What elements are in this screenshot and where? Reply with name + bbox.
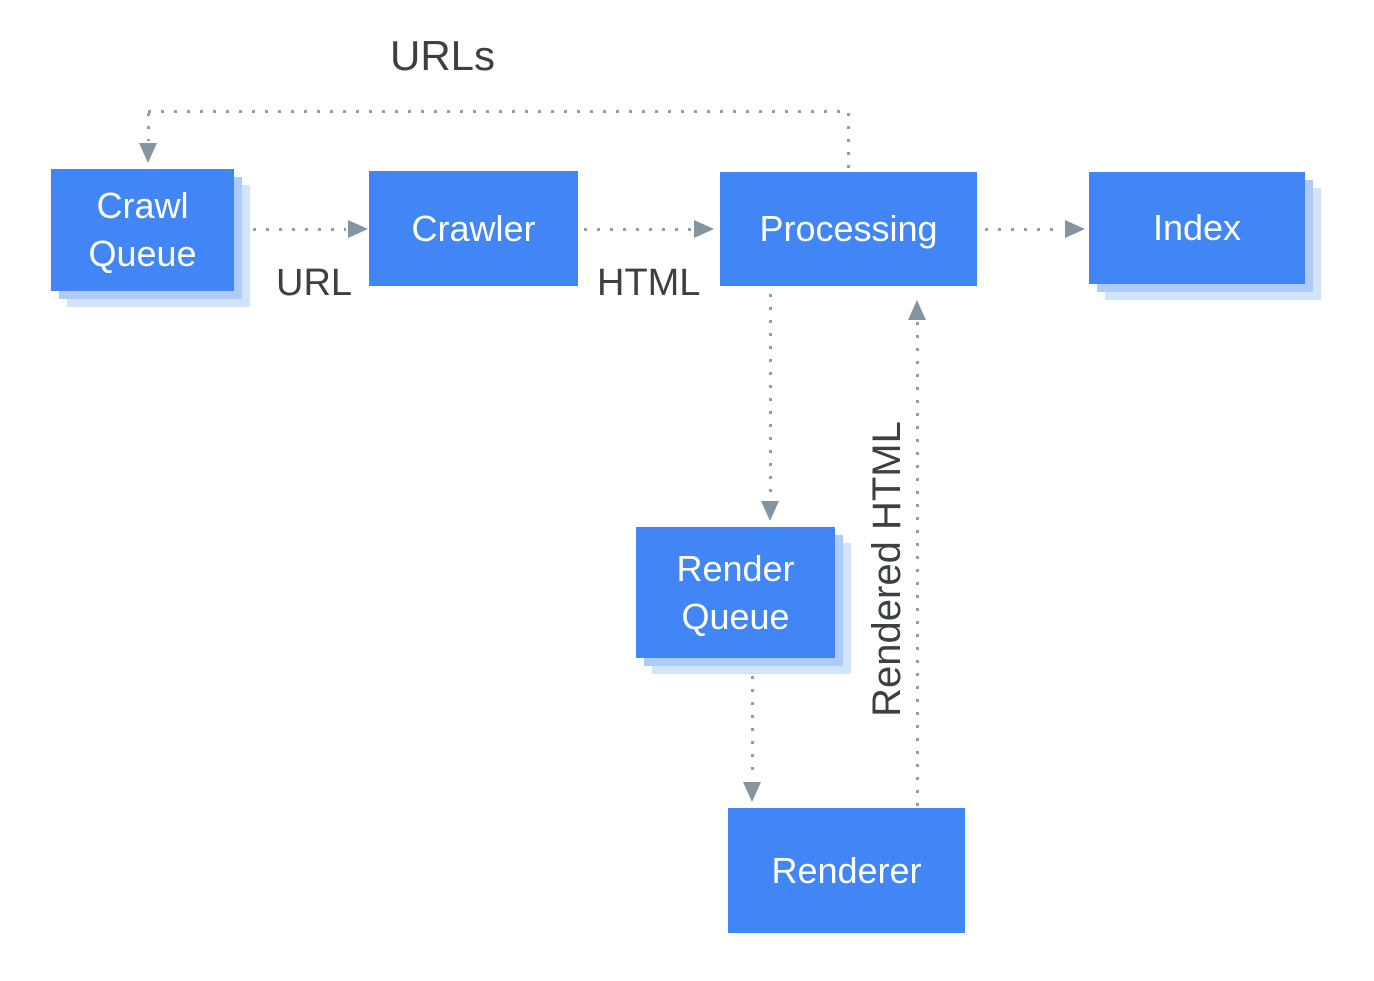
- connector-crawler-to-processing: [584, 228, 692, 231]
- connector-renderer-to-processing: [916, 322, 919, 806]
- edge-label-html: HTML: [597, 262, 701, 304]
- arrowhead-into-crawl-queue-icon: [139, 143, 157, 163]
- connector-urls-to-crawl-queue: [147, 113, 150, 141]
- node-renderer: Renderer: [728, 808, 965, 933]
- arrowhead-into-renderer-icon: [743, 782, 761, 802]
- node-processing: Processing: [720, 172, 977, 286]
- arrowhead-up-into-processing-icon: [908, 300, 926, 320]
- connector-processing-to-index: [985, 228, 1063, 231]
- connector-renderqueue-to-renderer: [751, 676, 754, 778]
- node-crawl-queue: Crawl Queue: [51, 169, 234, 291]
- node-crawler-label: Crawler: [411, 207, 536, 249]
- node-processing-label: Processing: [759, 208, 938, 250]
- edge-label-rendered-html: Rendered HTML: [865, 421, 909, 717]
- connector-processing-to-renderqueue: [769, 294, 772, 499]
- node-renderer-label: Renderer: [771, 849, 922, 891]
- connector-crawlqueue-to-crawler: [253, 228, 346, 231]
- node-index: Index: [1089, 172, 1305, 284]
- node-crawl-queue-label: Crawl Queue: [88, 185, 197, 274]
- node-crawler: Crawler: [369, 171, 578, 286]
- connector-urls-horizontal: [148, 110, 850, 113]
- node-render-queue: Render Queue: [636, 527, 835, 658]
- arrowhead-into-processing-icon: [694, 220, 714, 238]
- node-index-label: Index: [1152, 207, 1242, 249]
- arrowhead-into-crawler-icon: [348, 220, 368, 238]
- edge-label-url: URL: [276, 262, 353, 304]
- node-render-queue-label: Render Queue: [676, 547, 795, 637]
- connector-urls-from-processing: [847, 113, 850, 170]
- edge-label-urls: URLs: [390, 32, 496, 79]
- arrowhead-into-renderqueue-icon: [761, 501, 779, 521]
- arrowhead-into-index-icon: [1065, 220, 1085, 238]
